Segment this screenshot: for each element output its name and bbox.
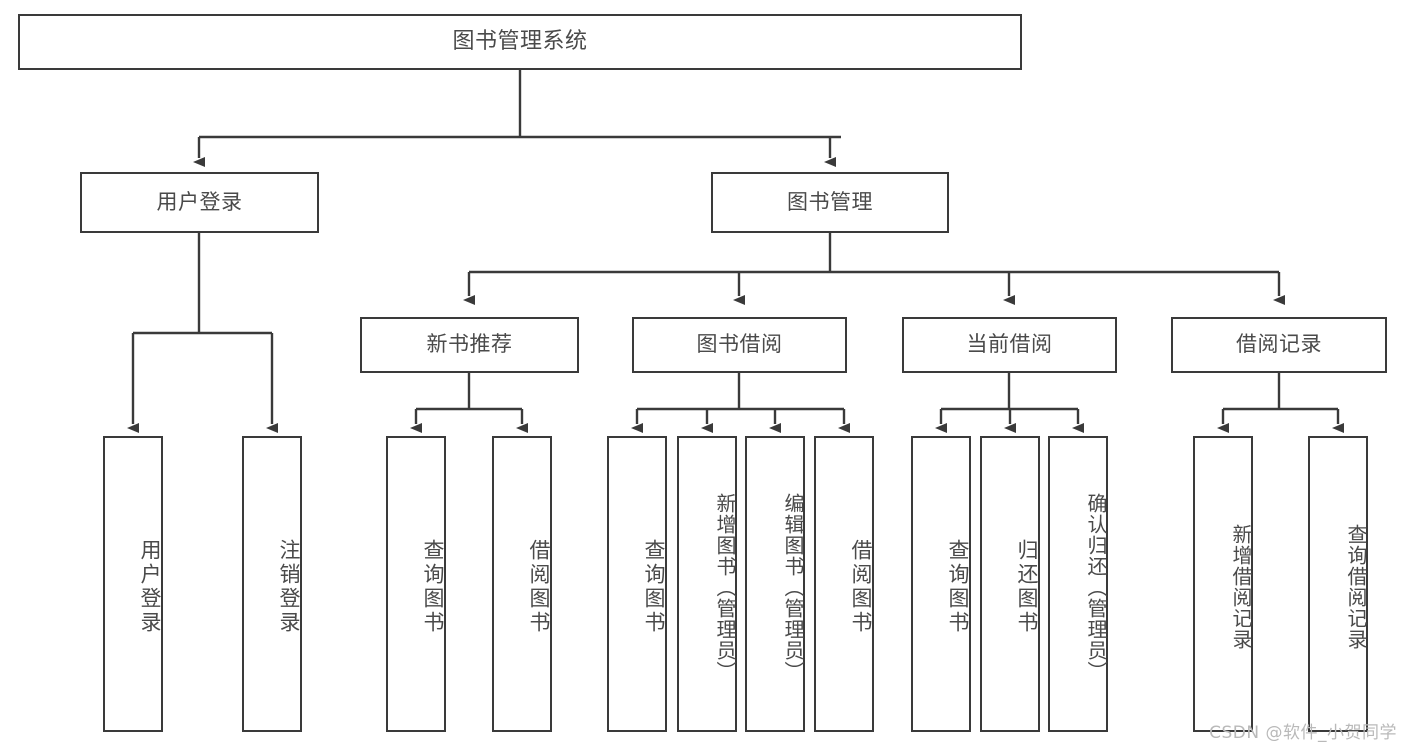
node-current-borrowing[interactable]: 当前借阅 [902,317,1117,373]
leaf-node-logout[interactable]: 注销登录 [242,436,302,732]
leaf-node-query-borrow-record[interactable]: 查询借阅记录 [1308,436,1368,732]
node-label: 用户登录 [138,539,162,635]
node-label: 图书管理系统 [452,28,588,54]
node-label: 借阅图书 [527,539,551,635]
node-borrowing-records[interactable]: 借阅记录 [1171,317,1387,373]
node-label: 编辑图书（管理员） [781,492,805,682]
leaf-node-query-books-rec[interactable]: 查询图书 [386,436,446,732]
node-root-book-management-system[interactable]: 图书管理系统 [18,14,1022,70]
node-book-management[interactable]: 图书管理 [711,172,949,233]
node-label: 新增图书（管理员） [713,492,737,682]
node-label: 新书推荐 [426,332,513,357]
leaf-node-confirm-return-admin[interactable]: 确认归还（管理员） [1048,436,1108,732]
leaf-node-edit-book-admin[interactable]: 编辑图书（管理员） [745,436,805,732]
node-label: 借阅记录 [1236,332,1322,357]
node-label: 用户登录 [156,189,243,214]
node-label: 图书借阅 [696,332,783,357]
node-user-login[interactable]: 用户登录 [80,172,319,233]
node-label: 注销登录 [277,539,301,635]
node-label: 查询图书 [946,539,970,635]
node-label: 查询图书 [642,539,666,635]
node-label: 借阅图书 [849,539,873,635]
leaf-node-query-books-borrow[interactable]: 查询图书 [607,436,667,732]
leaf-node-borrow-books[interactable]: 借阅图书 [814,436,874,732]
leaf-node-add-book-admin[interactable]: 新增图书（管理员） [677,436,737,732]
node-label: 归还图书 [1015,539,1039,635]
node-label: 当前借阅 [966,332,1053,357]
leaf-node-borrow-books-rec[interactable]: 借阅图书 [492,436,552,732]
leaf-node-query-books-current[interactable]: 查询图书 [911,436,971,732]
node-label: 新增借阅记录 [1229,524,1253,650]
node-book-borrowing[interactable]: 图书借阅 [632,317,847,373]
leaf-node-user-login[interactable]: 用户登录 [103,436,163,732]
leaf-node-add-borrow-record[interactable]: 新增借阅记录 [1193,436,1253,732]
node-label: 图书管理 [787,189,873,214]
node-label: 确认归还（管理员） [1084,492,1108,682]
leaf-node-return-books[interactable]: 归还图书 [980,436,1040,732]
node-label: 查询图书 [421,539,445,635]
node-label: 查询借阅记录 [1344,524,1368,650]
watermark: CSDN @软件_小贺同学 [1209,723,1397,743]
node-new-book-recommendation[interactable]: 新书推荐 [360,317,579,373]
